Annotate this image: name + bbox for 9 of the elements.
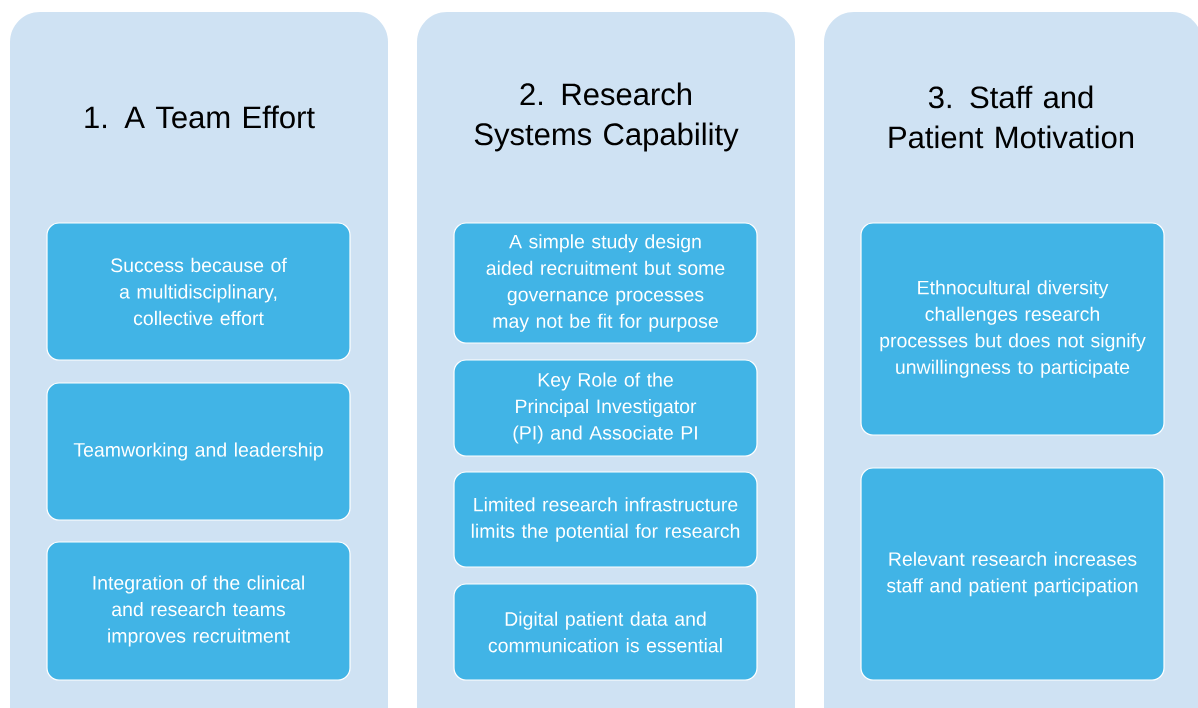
- theme-box: Ethnocultural diversity challenges research processes but does not signify unwillingness to participate: [860, 222, 1165, 436]
- theme-box: Key Role of the Principal Investigator (PI) and Associate PI: [453, 359, 758, 457]
- theme-box: Teamworking and leadership: [46, 382, 351, 521]
- theme-box: Digital patient data and communication is essential: [453, 583, 758, 681]
- theme-box: Integration of the clinical and research teams improves recruitment: [46, 541, 351, 681]
- theme-box: Relevant research increases staff and patient participation: [860, 467, 1165, 681]
- theme-box: A simple study design aided recruitment but some governance processes may not be fit for purpose: [453, 222, 758, 344]
- theme-box: Limited research infrastructure limits the potential for research: [453, 471, 758, 568]
- theme-box: Success because of a multidisciplinary, collective effort: [46, 222, 351, 361]
